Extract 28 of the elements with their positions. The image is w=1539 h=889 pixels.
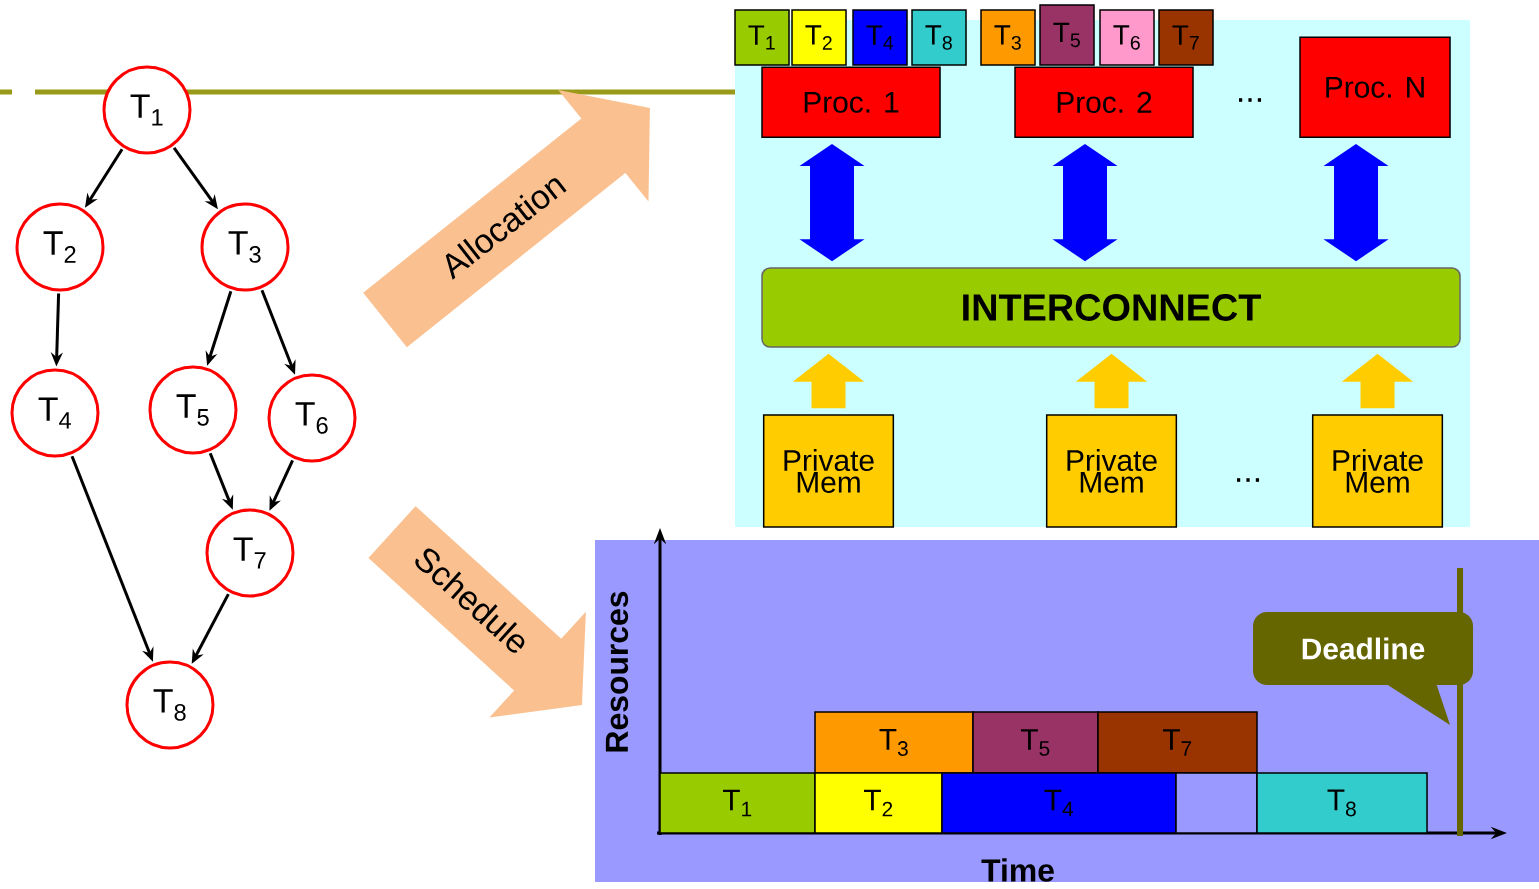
memory-box: Private Mem	[762, 414, 895, 528]
gantt-bar: T$_{7}$	[1097, 711, 1258, 774]
task-tile: T$_{5}$	[1039, 4, 1095, 66]
processor-box: Proc. N	[1299, 36, 1451, 138]
task-tile: T$_{3}$	[980, 9, 1036, 66]
task-tile: T$_{8}$	[911, 9, 967, 66]
gantt-bar: T$_{1}$	[659, 772, 816, 834]
axis-label: Resources	[605, 591, 629, 752]
task-tile: T$_{6}$	[1099, 9, 1155, 66]
gantt-bar: T$_{4}$	[941, 772, 1177, 834]
task-tile: T$_{2}$	[791, 9, 847, 66]
axis-label: Time	[981, 858, 1054, 882]
gantt-bar: T$_{2}$	[814, 772, 943, 834]
task-tile: T$_{1}$	[734, 9, 790, 66]
deadline-callout: Deadline	[1253, 612, 1473, 725]
ellipsis: ...	[1237, 478, 1260, 482]
memory-box: Private Mem	[1311, 414, 1444, 528]
task-tile: T$_{4}$	[852, 9, 908, 66]
gantt-bar	[1175, 772, 1258, 834]
gantt-bar: T$_{8}$	[1256, 772, 1428, 834]
gantt-bar: T$_{3}$	[814, 711, 974, 774]
interconnect-bar: INTERCONNECT	[761, 267, 1461, 348]
gantt-bar: T$_{5}$	[972, 711, 1099, 774]
processor-box: Proc. 1	[761, 66, 941, 138]
memory-box: Private Mem	[1045, 414, 1178, 528]
task-tile: T$_{7}$	[1158, 9, 1214, 66]
ellipsis: ...	[1239, 98, 1262, 102]
processor-box: Proc. 2	[1014, 66, 1194, 138]
